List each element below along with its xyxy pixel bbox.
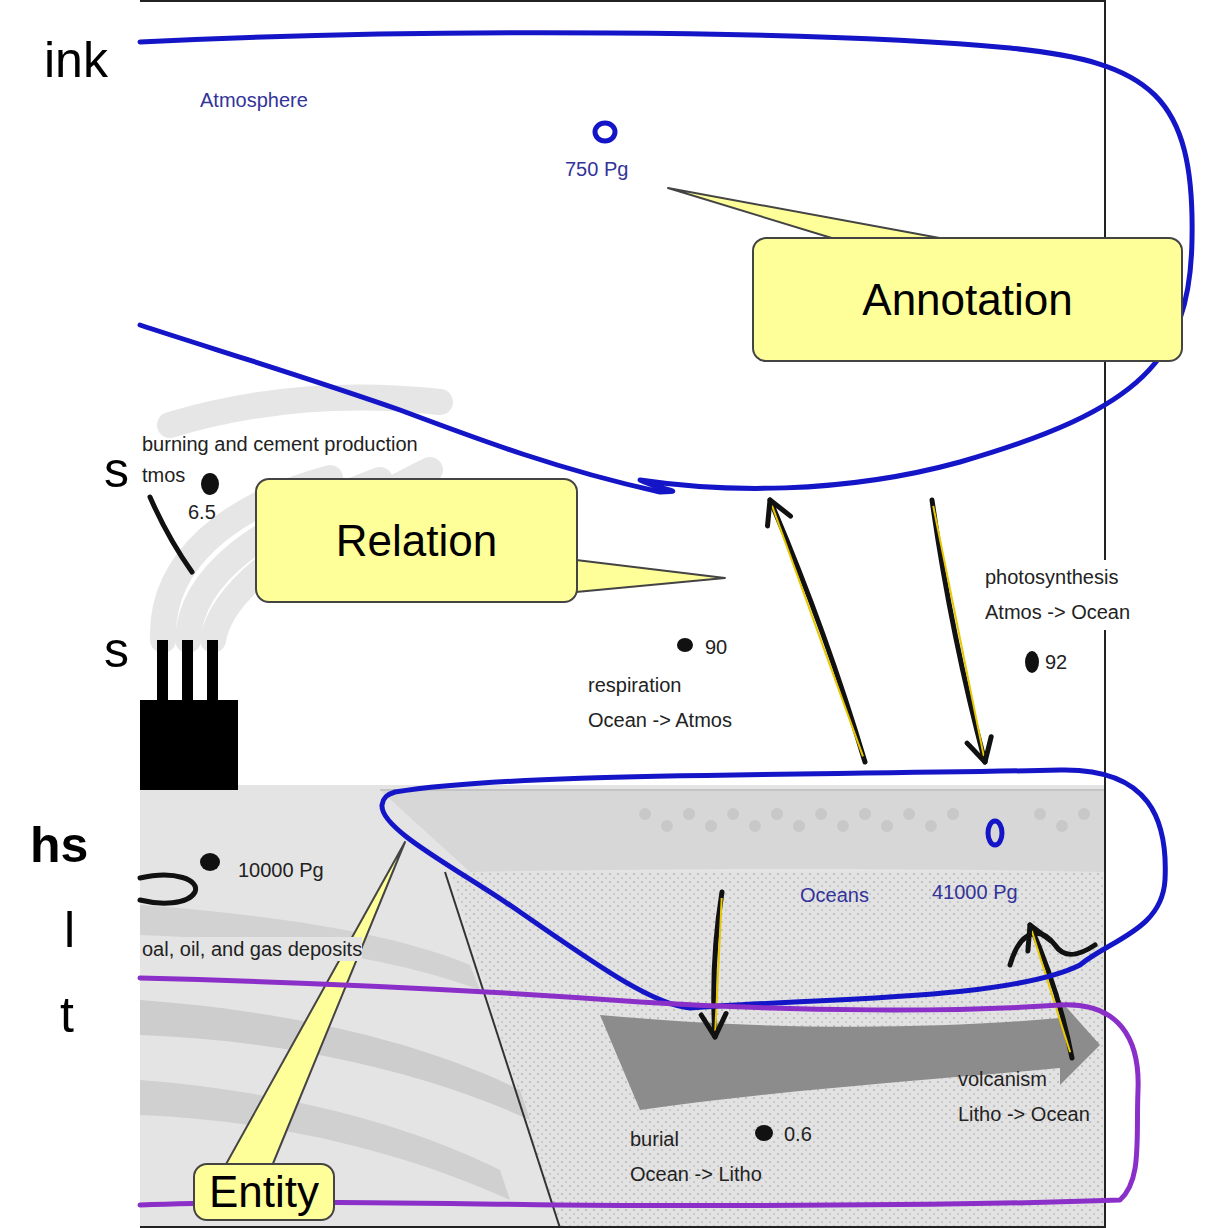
ocean-bubbles [727,808,739,820]
ocean-bubbles [837,820,849,832]
flux-value: 6.5 [188,500,216,524]
slide-text: ink [44,30,108,90]
annotation-callout: Annotation [752,237,1183,362]
ink-dot [677,638,693,652]
region-name: Oceans [800,883,869,907]
ocean-bubbles [793,820,805,832]
highlight-line [1032,931,1070,1053]
picture-frame [140,1226,1105,1228]
ocean-bubbles [1078,808,1090,820]
ocean-bubbles [815,808,827,820]
callout-pointer [576,560,725,592]
slide-text: s [104,620,129,680]
ink-scribble [140,875,196,903]
callout-pointer [668,188,945,239]
slide-text: l [64,900,75,960]
slide-text: hs [30,815,88,875]
ink-arrow-line [932,500,985,762]
carbon-quantity: 750 Pg [565,157,628,181]
slide-text: t [60,985,74,1045]
highlight-line [933,506,984,756]
ocean-bubbles [639,808,1090,832]
flux-value: 92 [1045,650,1067,674]
arrow-head [1028,925,1051,951]
ocean-bubbles [771,808,783,820]
ink-arrow [768,500,866,762]
callout-text: Entity [209,1167,319,1217]
ocean-bubbles [639,808,651,820]
ink-dot [755,1125,773,1141]
factory-silhouette [157,640,168,702]
ink-arrow-line [714,892,722,1037]
ocean-bubbles [903,808,915,820]
ocean-ink-region: Oceans 41000 Pg [360,762,1175,1012]
ink-arrow-line [1030,925,1072,1058]
ground [140,785,1105,1228]
factory-silhouette [207,640,218,702]
highlight-line [715,898,721,1031]
ocean-bubbles [1056,820,1068,832]
arrow-head [967,737,991,762]
callout-text: Relation [336,516,497,566]
ink-dot [201,473,219,495]
slide-text: s [104,440,129,500]
flux-direction: tmos [142,463,185,487]
ground [380,789,1105,791]
ocean-bubbles [859,808,871,820]
flux-name: photosynthesis Atmos -> Ocean [985,560,1160,630]
picture-frame [140,0,1105,1228]
callout-text: Annotation [862,275,1072,325]
ink-arrow-line [770,500,865,762]
ocean-bubbles [1034,808,1046,820]
relation-callout: Relation [255,478,578,603]
ocean-bubbles [749,820,761,832]
reservoir-name: oal, oil, and gas deposits [142,937,362,961]
flux-value: 90 [705,635,727,659]
ocean-bubbles [881,820,893,832]
ink-ring [595,123,615,141]
factory-silhouette [140,700,238,790]
ink-outline [360,762,1175,1012]
ocean-bubbles [705,820,717,832]
region-name: Atmosphere [200,88,308,112]
callout-pointer [225,842,405,1166]
ink-outline [382,770,1165,1008]
ink-dot [1025,651,1039,673]
arrow-head [701,1014,726,1038]
flux-name: respiration Ocean -> Atmos [588,668,753,738]
ink-arrow [932,500,991,762]
arrow-head [768,500,791,526]
ocean-bubbles [661,820,673,832]
factory-silhouette [182,640,193,702]
carbon-quantity: 41000 Pg [932,880,1018,904]
flux-name: burial Ocean -> Litho [630,1122,780,1192]
ground [450,872,1105,1228]
ink-ring [988,821,1002,845]
ink-dot [200,853,220,871]
picture-frame [140,0,1105,2]
ocean-bubbles [925,820,937,832]
rock-strata [140,872,1100,1228]
flux-name: volcanism Litho -> Ocean [958,1062,1103,1132]
ocean-bubbles [683,808,695,820]
entity-callout: Entity [193,1163,335,1221]
ink-arrow [701,892,726,1037]
flux-name: burning and cement production [142,432,418,456]
highlight-line [772,506,863,757]
flux-value: 0.6 [784,1122,812,1146]
ink-outline [140,33,1192,492]
ink-arrow [1028,925,1072,1058]
reservoir-quantity: 10000 Pg [238,858,324,882]
ground [140,785,1105,1228]
ground [380,790,1105,872]
ink-dot [200,473,1039,1141]
ocean-bubbles [947,808,959,820]
factory-silhouette [140,640,238,790]
rock-strata [600,1000,1100,1110]
ink-scribble [150,497,192,572]
